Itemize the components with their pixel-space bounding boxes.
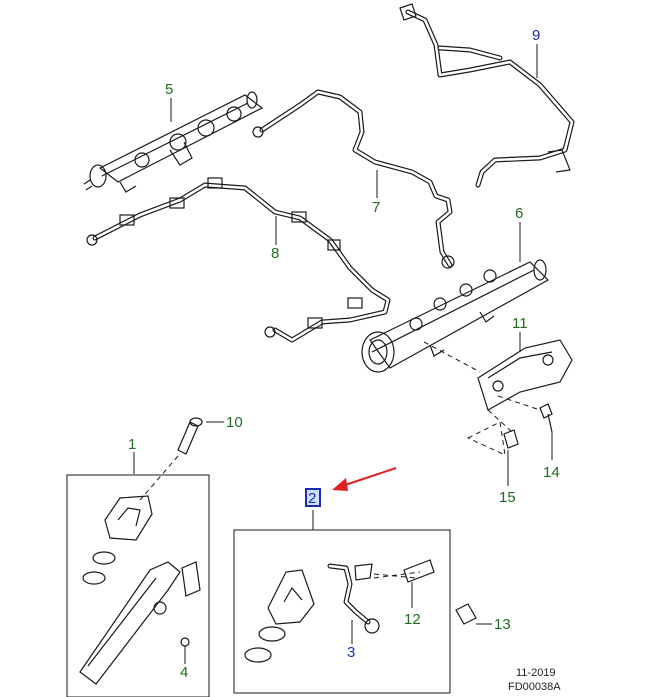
callout-14[interactable]: 14 xyxy=(543,464,560,481)
bolt-10 xyxy=(177,417,203,455)
callout-9[interactable]: 9 xyxy=(532,27,540,44)
leader-lines xyxy=(133,44,553,664)
callout-6[interactable]: 6 xyxy=(515,205,523,222)
part-2-highlight-box xyxy=(305,488,321,507)
callout-5[interactable]: 5 xyxy=(165,81,173,98)
red-arrow xyxy=(332,467,397,491)
injector-leak-off-harness xyxy=(86,177,391,343)
callout-8[interactable]: 8 xyxy=(271,245,279,262)
callout-10[interactable]: 10 xyxy=(226,414,243,431)
callout-3[interactable]: 3 xyxy=(347,644,355,661)
fuel-feed-pipe xyxy=(252,89,455,269)
callout-12[interactable]: 12 xyxy=(404,611,421,628)
footer-date: 11-2019 xyxy=(516,667,556,679)
callout-15[interactable]: 15 xyxy=(499,489,516,506)
dashed-guide-line-2 xyxy=(487,395,541,433)
callout-13[interactable]: 13 xyxy=(494,616,511,633)
fuel-rail-right xyxy=(361,259,549,373)
dashed-guide-line xyxy=(423,341,481,373)
callout-2[interactable]: 2 xyxy=(308,490,316,507)
dashed-guide-box xyxy=(466,421,506,456)
callout-1[interactable]: 1 xyxy=(128,436,136,453)
callout-7[interactable]: 7 xyxy=(372,199,380,216)
bolt-15 xyxy=(503,429,519,449)
fuel-return-pipe xyxy=(399,3,575,188)
fuel-rail-bracket xyxy=(477,339,573,411)
callout-11[interactable]: 11 xyxy=(512,315,528,332)
bolt-14 xyxy=(539,403,553,433)
callout-4[interactable]: 4 xyxy=(180,664,188,681)
return-kit-box xyxy=(233,529,451,694)
injector-kit-box xyxy=(66,474,210,697)
injector-kit-parts xyxy=(79,495,201,685)
return-kit-parts xyxy=(244,559,477,663)
dashed-guide-line-3 xyxy=(139,455,179,501)
fuel-rail-left xyxy=(83,91,264,193)
dashed-guide-line-4 xyxy=(373,571,421,579)
footer-code: FD00038A xyxy=(508,681,561,693)
